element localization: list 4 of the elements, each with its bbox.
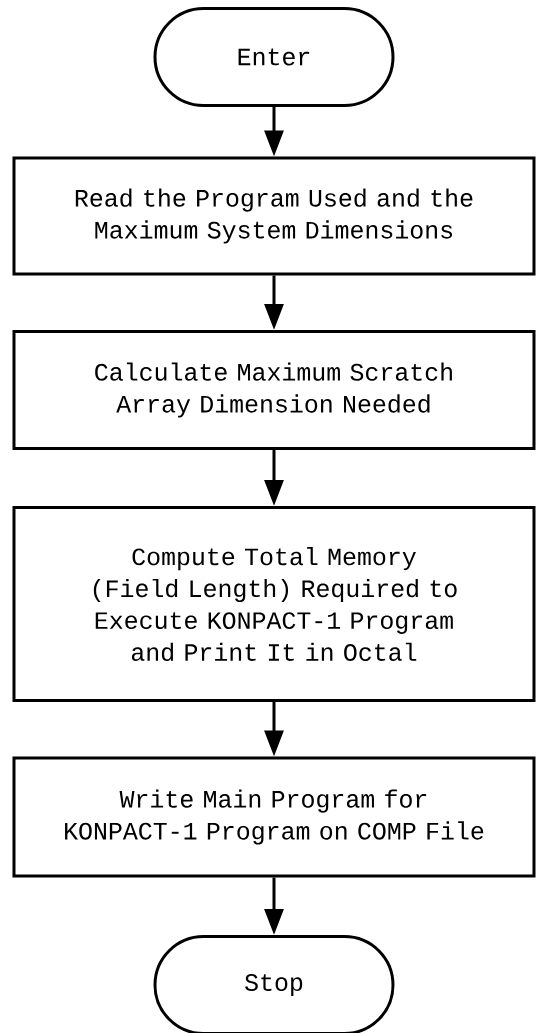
- process-box: Write Main Program for KONPACT-1 Program on COMP File: [12, 756, 536, 878]
- process-box: Calculate Maximum Scratch Array Dimension Needed: [12, 330, 536, 450]
- process-box: Compute Total Memory (Field Length) Required to Execute KONPACT-1 Program and Print It in Octal: [12, 506, 536, 702]
- process-box: Read the Program Used and the Maximum System Dimensions: [12, 156, 536, 276]
